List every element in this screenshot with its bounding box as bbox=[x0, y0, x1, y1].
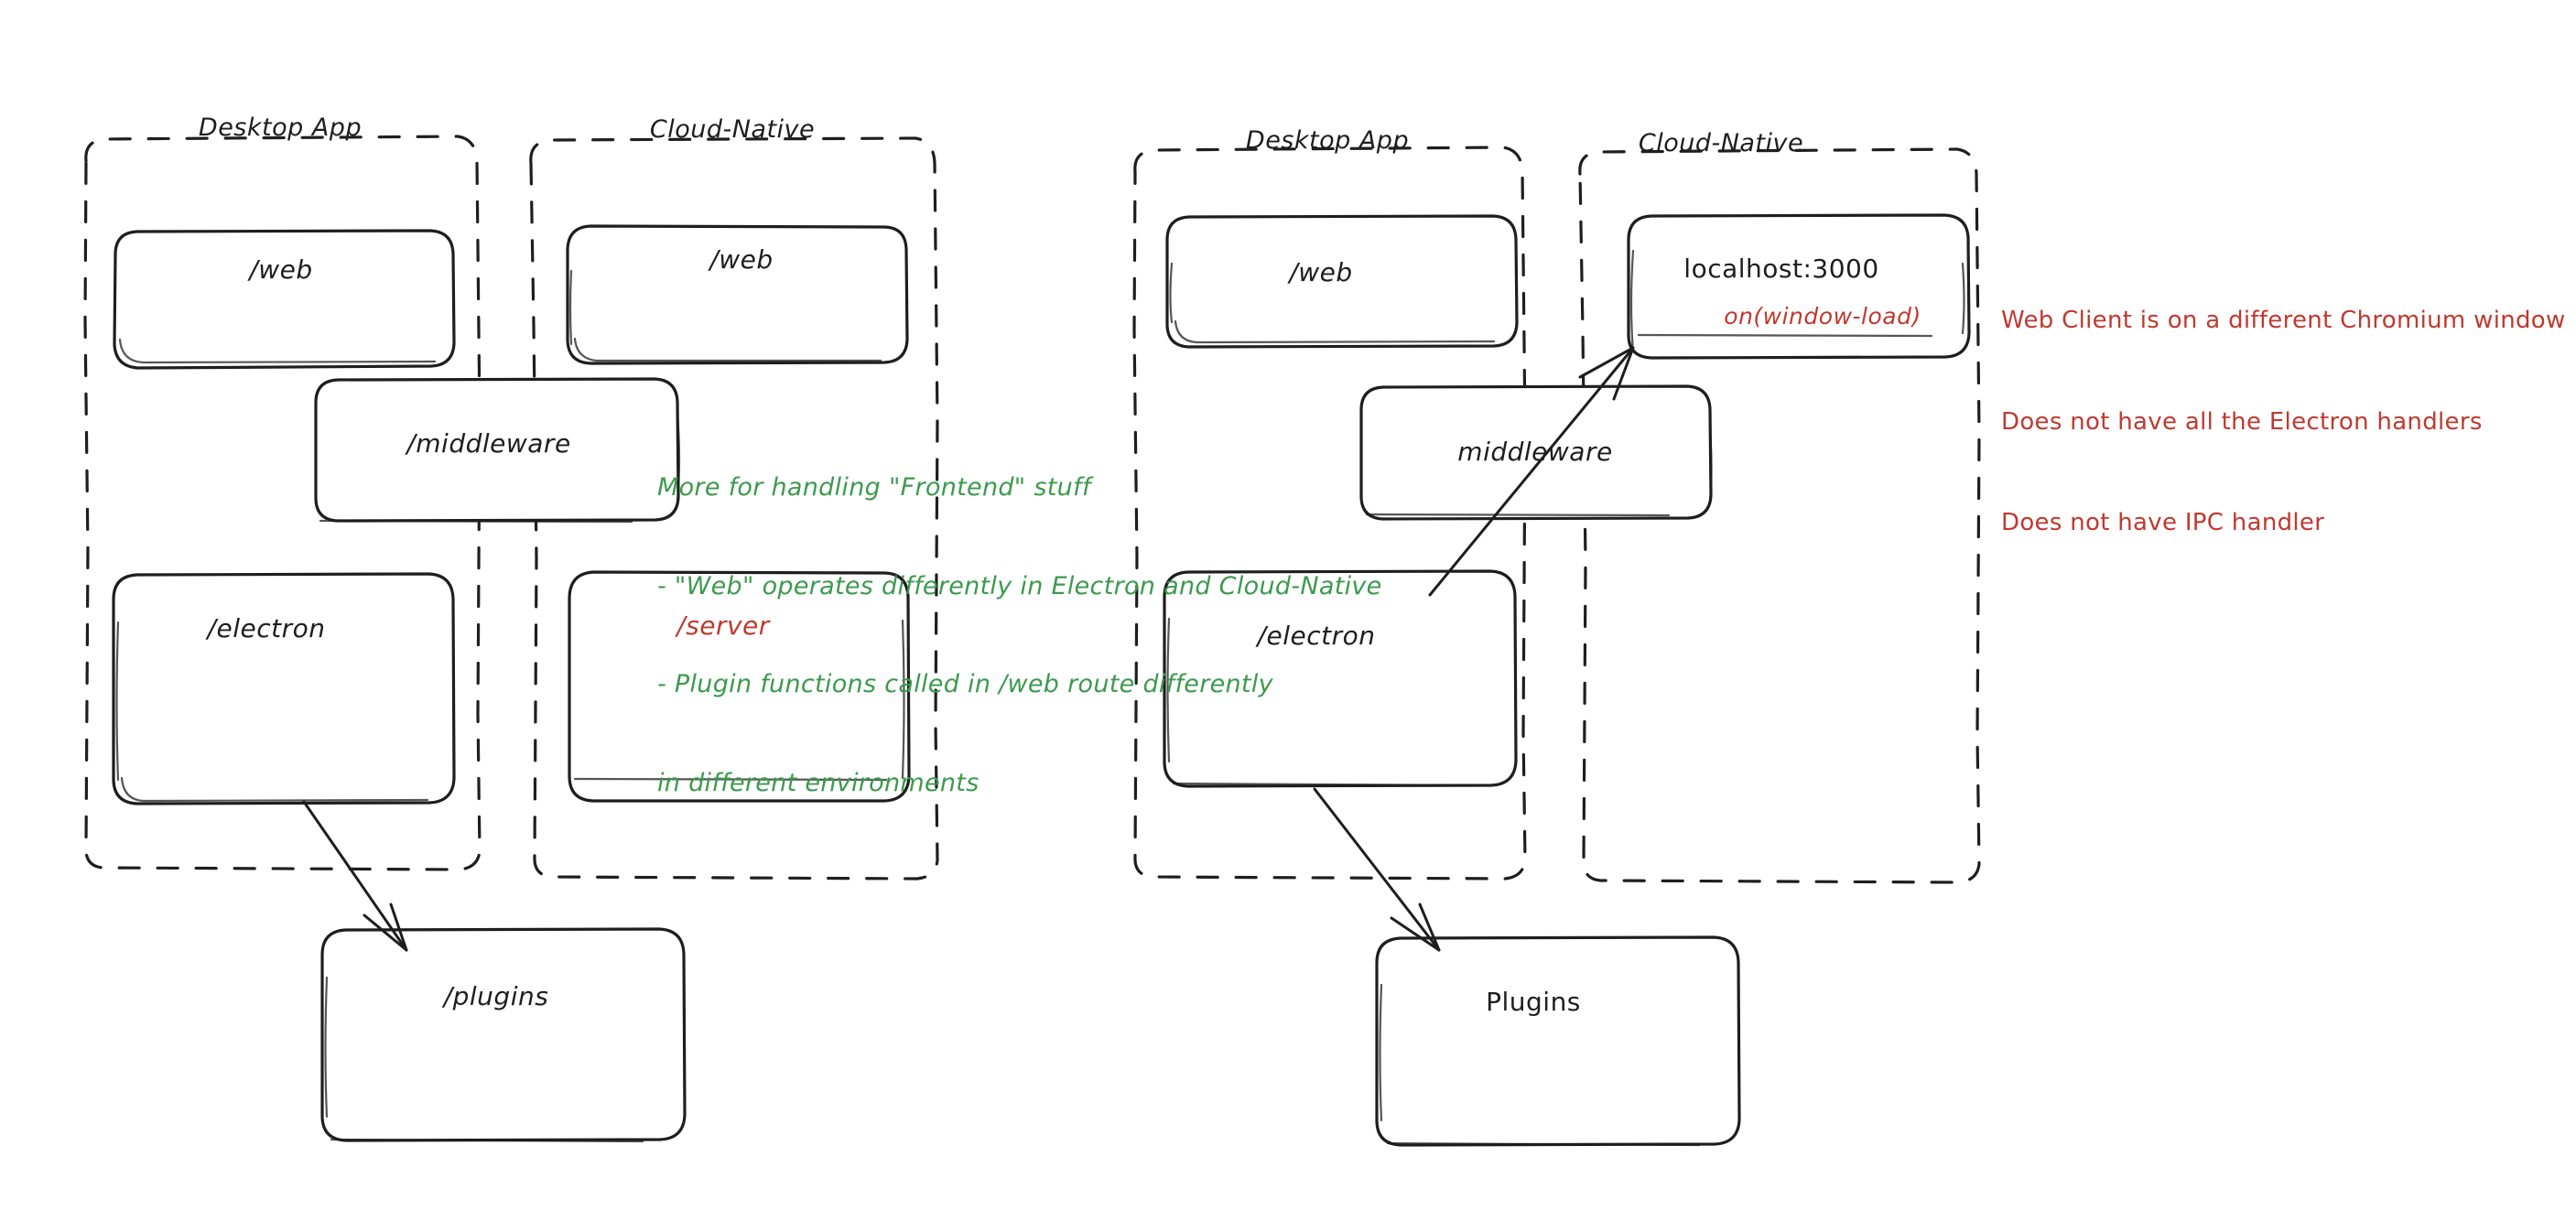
annotation-green-line-4: in different environments bbox=[657, 768, 980, 797]
node-label-left-electron: /electron bbox=[207, 613, 326, 643]
arrow-right-electron-to-plugins bbox=[1313, 787, 1441, 952]
node-shape-right-web bbox=[1165, 214, 1519, 349]
node-shape-left-server bbox=[568, 570, 911, 803]
node-shape-left-web-cloud bbox=[566, 224, 909, 365]
node-shape-right-electron bbox=[1163, 569, 1518, 788]
arrow-right-electron-to-localhost bbox=[1428, 346, 1635, 597]
node-label-left-middleware: /middleware bbox=[406, 428, 571, 459]
group-title-left-desktop-app: Desktop App bbox=[198, 113, 363, 142]
node-label-right-localhost: localhost:3000 bbox=[1683, 254, 1879, 284]
annotation-red-line-1: Web Client is on a different Chromium wi… bbox=[2001, 306, 2566, 334]
node-label-left-web-cloud: /web bbox=[709, 244, 774, 275]
group-title-left-cloud-native: Cloud-Native bbox=[649, 115, 816, 144]
group-title-right-cloud-native: Cloud-Native bbox=[1638, 129, 1804, 157]
node-shape-right-middleware bbox=[1359, 384, 1713, 521]
annotation-red-line-2: Does not have all the Electron handlers bbox=[2001, 407, 2483, 436]
arrow-left-electron-to-plugins bbox=[302, 800, 408, 952]
annotation-green: More for handling "Frontend" stuff - "We… bbox=[657, 405, 1382, 866]
node-sublabel-right-localhost: on(window-load) bbox=[1724, 303, 1921, 330]
node-label-left-plugins: /plugins bbox=[443, 981, 549, 1011]
node-label-left-server: /server bbox=[676, 611, 770, 641]
node-label-right-web: /web bbox=[1289, 257, 1353, 287]
group-title-right-desktop-app: Desktop App bbox=[1245, 126, 1410, 155]
node-shape-left-plugins bbox=[320, 927, 687, 1143]
annotation-red-line-3: Does not have IPC handler bbox=[2001, 509, 2325, 537]
group-outline-left-desktop-app bbox=[83, 135, 482, 871]
node-label-right-middleware: middleware bbox=[1457, 437, 1613, 467]
annotation-red: Web Client is on a different Chromium wi… bbox=[2001, 236, 2566, 608]
node-shape-left-electron bbox=[112, 572, 456, 805]
annotation-green-line-1: More for handling "Frontend" stuff bbox=[657, 472, 1091, 502]
node-shape-left-web-desktop bbox=[113, 229, 456, 370]
annotation-green-line-3: - Plugin functions called in /web route … bbox=[657, 670, 1273, 699]
node-shape-right-localhost bbox=[1627, 213, 1971, 360]
group-outline-right-desktop-app bbox=[1132, 146, 1527, 881]
node-shape-right-plugins bbox=[1375, 935, 1741, 1147]
node-shape-left-middleware bbox=[314, 377, 681, 524]
group-outline-left-cloud-native bbox=[529, 136, 939, 881]
node-label-right-plugins: Plugins bbox=[1486, 987, 1581, 1017]
node-label-right-electron: /electron bbox=[1257, 621, 1376, 651]
node-label-left-web-desktop: /web bbox=[249, 254, 313, 285]
annotation-green-line-2: - "Web" operates differently in Electron… bbox=[657, 571, 1382, 600]
group-outline-right-cloud-native bbox=[1578, 147, 1981, 884]
